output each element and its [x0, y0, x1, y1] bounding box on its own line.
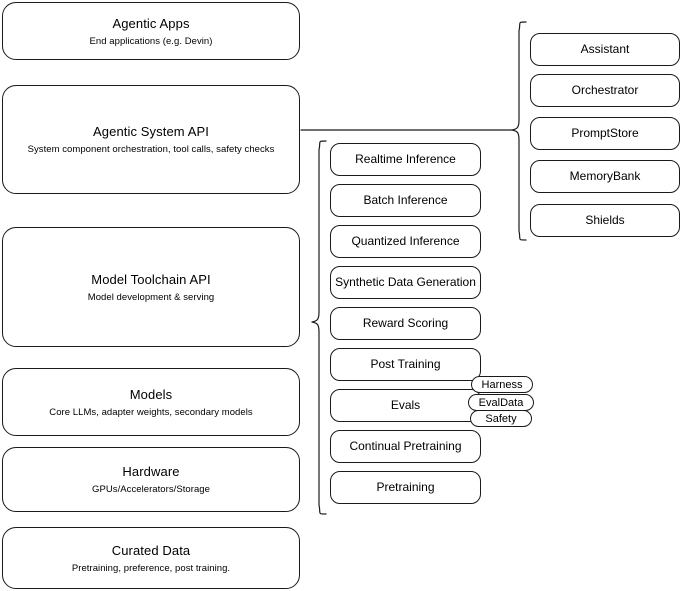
toolchain-title: Quantized Inference	[351, 234, 460, 248]
system-component-box-assistant[interactable]: Assistant	[530, 33, 680, 66]
layer-subtitle: System component orchestration, tool cal…	[27, 144, 275, 155]
eval-tag-evaldata[interactable]: EvalData	[468, 394, 534, 411]
layer-title: Models	[129, 386, 173, 402]
layer-box-model-toolchain-api[interactable]: Model Toolchain API Model development & …	[2, 227, 300, 347]
layer-subtitle: Pretraining, preference, post training.	[71, 562, 231, 574]
toolchain-box-realtime-inference[interactable]: Realtime Inference	[330, 143, 481, 176]
toolchain-title: Evals	[390, 398, 421, 412]
toolchain-title: Continual Pretraining	[349, 439, 462, 453]
toolchain-title: Synthetic Data Generation	[335, 275, 476, 289]
toolchain-box-batch-inference[interactable]: Batch Inference	[330, 184, 481, 217]
layer-title: Model Toolchain API	[91, 271, 211, 287]
toolchain-box-reward-scoring[interactable]: Reward Scoring	[330, 307, 481, 340]
layer-box-hardware[interactable]: Hardware GPUs/Accelerators/Storage	[2, 447, 300, 512]
toolchain-box-post-training[interactable]: Post Training	[330, 348, 481, 381]
toolchain-box-continual-pretraining[interactable]: Continual Pretraining	[330, 430, 481, 463]
toolchain-box-synthetic-data-generation[interactable]: Synthetic Data Generation	[330, 266, 481, 299]
layer-subtitle: GPUs/Accelerators/Storage	[92, 484, 210, 495]
toolchain-box-evals[interactable]: Evals	[330, 389, 481, 422]
layer-box-models[interactable]: Models Core LLMs, adapter weights, secon…	[2, 368, 300, 436]
layer-subtitle: Model development & serving	[87, 291, 215, 303]
layer-title: Hardware	[122, 464, 180, 479]
layer-box-agentic-system-api[interactable]: Agentic System API System component orch…	[2, 85, 300, 194]
system-component-title: Orchestrator	[571, 83, 639, 97]
system-component-title: Assistant	[580, 42, 630, 56]
system-component-box-orchestrator[interactable]: Orchestrator	[530, 74, 680, 107]
system-component-title: MemoryBank	[569, 169, 641, 183]
layer-box-curated-data[interactable]: Curated Data Pretraining, preference, po…	[2, 527, 300, 589]
toolchain-title: Reward Scoring	[362, 316, 449, 330]
brace-toolchain-items	[311, 140, 327, 515]
toolchain-title: Post Training	[370, 357, 441, 371]
layer-subtitle: End applications (e.g. Devin)	[89, 35, 213, 47]
toolchain-title: Realtime Inference	[355, 152, 456, 166]
layer-title: Agentic Apps	[112, 15, 190, 31]
eval-tag-harness[interactable]: Harness	[471, 376, 533, 393]
system-component-title: Shields	[585, 213, 625, 227]
toolchain-box-quantized-inference[interactable]: Quantized Inference	[330, 225, 481, 258]
toolchain-title: Batch Inference	[363, 193, 448, 207]
toolchain-box-pretraining[interactable]: Pretraining	[330, 471, 481, 504]
layer-box-agentic-apps[interactable]: Agentic Apps End applications (e.g. Devi…	[2, 2, 300, 60]
brace-system-components	[511, 21, 527, 241]
toolchain-title: Pretraining	[376, 480, 435, 494]
eval-tag-safety[interactable]: Safety	[470, 410, 532, 427]
system-component-box-shields[interactable]: Shields	[530, 204, 680, 237]
layer-title: Agentic System API	[93, 124, 209, 139]
system-component-box-memorybank[interactable]: MemoryBank	[530, 160, 680, 193]
layer-subtitle: Core LLMs, adapter weights, secondary mo…	[49, 406, 253, 418]
system-component-box-promptstore[interactable]: PromptStore	[530, 117, 680, 150]
layer-title: Curated Data	[111, 542, 191, 558]
system-component-title: PromptStore	[571, 126, 639, 140]
